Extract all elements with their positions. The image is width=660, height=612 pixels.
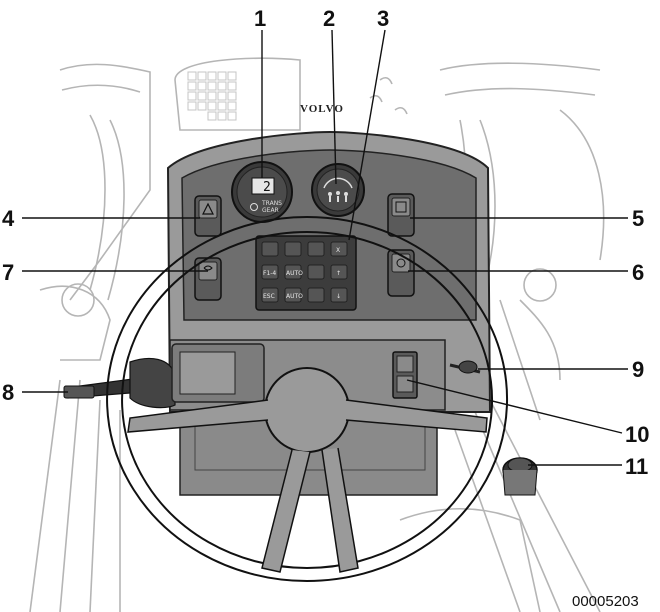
gear-indicator-lamp (250, 203, 258, 211)
control-keypad: X F1-4 AUTO ↑ ESC AUTO ↓ (255, 235, 357, 311)
callout-2: 2 (323, 6, 335, 31)
callout-labels: 1 2 3 4 5 6 7 8 9 10 11 (2, 6, 649, 479)
callout-8: 8 (2, 380, 14, 405)
keypad-key[interactable] (261, 287, 279, 303)
side-switch-panel[interactable] (392, 351, 418, 399)
callout-9: 9 (632, 357, 644, 382)
steering-wheel[interactable] (106, 216, 509, 582)
keypad-key[interactable] (261, 241, 279, 257)
cab-background (29, 57, 605, 612)
right-lower-switch[interactable] (387, 249, 415, 297)
leader-line-3 (348, 29, 386, 241)
multifunction-stalk[interactable] (63, 357, 176, 409)
keypad-key[interactable] (284, 287, 302, 303)
steering-column-block (171, 343, 265, 403)
keypad-key[interactable] (307, 287, 325, 303)
figure-id: 00005203 (572, 593, 639, 610)
keypad-key-label: X (336, 247, 340, 254)
indicator-gauge (311, 163, 365, 217)
window-icon (395, 201, 407, 213)
keypad-key[interactable] (330, 287, 348, 303)
tilt-lever[interactable] (449, 360, 481, 374)
vent-grid (187, 71, 237, 121)
callout-7: 7 (2, 260, 14, 285)
keypad-key[interactable] (330, 264, 348, 280)
warning-triangle-icon (202, 202, 214, 215)
callout-6: 6 (632, 260, 644, 285)
horn-pad[interactable] (264, 367, 350, 453)
keypad-key-label: ↓ (336, 293, 341, 300)
gear-label-trans: TRANS (261, 200, 282, 207)
keypad-key-label: F1-4 (263, 270, 276, 277)
keypad-key[interactable] (284, 241, 302, 257)
callout-5: 5 (632, 206, 644, 231)
keypad-key-label: ESC (263, 293, 275, 300)
gear-digit: 2 (263, 180, 271, 195)
transmission-gear-display: 2 TRANS GEAR (231, 161, 293, 223)
keypad-key[interactable] (284, 264, 302, 280)
keypad-key-label: ↑ (336, 270, 341, 277)
keypad-key[interactable] (307, 241, 325, 257)
gear-label-gear: GEAR (262, 207, 279, 214)
callout-1: 1 (254, 6, 266, 31)
joystick-knob[interactable] (502, 457, 538, 496)
keypad-key-label: AUTO (286, 293, 303, 300)
callout-10: 10 (625, 422, 649, 447)
callout-4: 4 (2, 206, 15, 231)
hazard-switch[interactable] (194, 195, 222, 237)
leader-line-2 (331, 29, 337, 185)
keypad-key[interactable] (261, 264, 279, 280)
rotary-light-icon (396, 258, 406, 268)
leader-line-10 (406, 379, 623, 434)
keypad-key[interactable] (330, 241, 348, 257)
callout-11: 11 (625, 454, 648, 479)
light-icon (203, 265, 213, 271)
callout-3: 3 (377, 6, 389, 31)
brand-logo: VOLVO (300, 103, 344, 115)
keypad-key-label: AUTO (286, 270, 303, 277)
leader-lines (22, 29, 628, 466)
keypad-key[interactable] (307, 264, 325, 280)
right-upper-switch[interactable] (387, 193, 415, 237)
